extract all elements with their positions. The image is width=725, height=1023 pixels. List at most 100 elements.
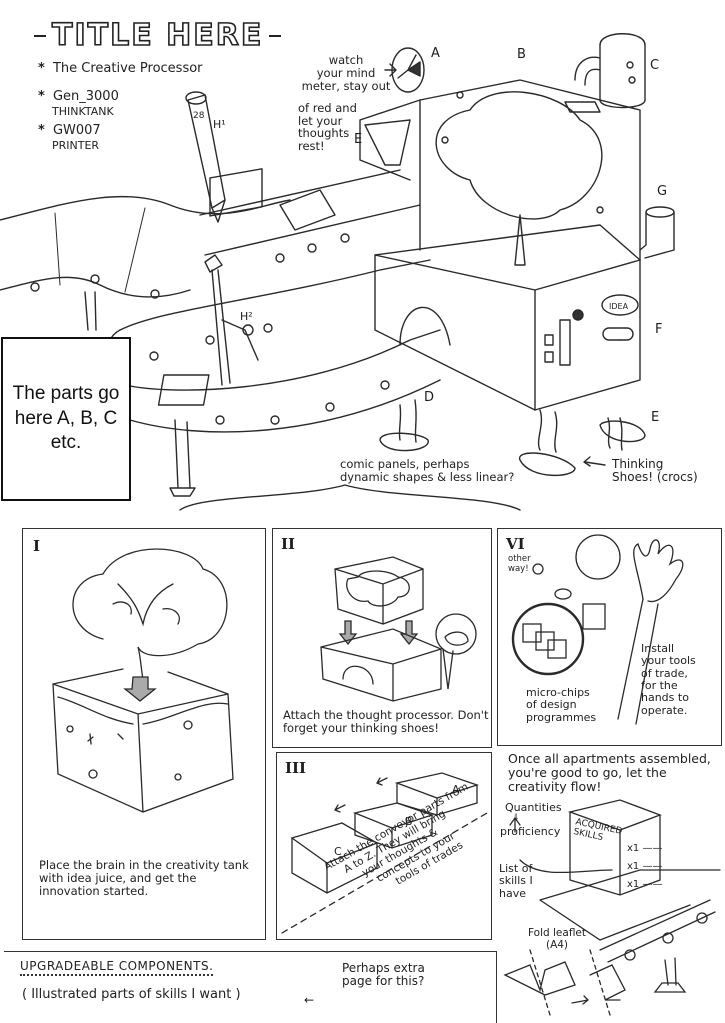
processor-arch: [342, 665, 374, 685]
printer-belt: [199, 169, 421, 256]
loop-icon: [554, 588, 572, 600]
crocs-shoe-icon: [444, 631, 469, 646]
spec-text: Gen_3000: [52, 89, 119, 104]
arrow-icon: [519, 859, 613, 874]
mind-meter-callout-cont: of red and let your thoughts rest!: [298, 101, 357, 153]
equals-arrow: ⇓: [512, 813, 520, 823]
parts-placeholder-box: The parts go here A, B, C etc.: [1, 337, 131, 501]
final-heading: Once all apartments assembled, you're go…: [508, 751, 711, 794]
arrow-icon: [583, 456, 606, 467]
part-label-h1: H¹: [213, 118, 226, 131]
funnel-icon: [364, 119, 411, 166]
comic-panel-1: I Place the brain in the creativity tank…: [22, 528, 266, 940]
conveyor-block-c: [290, 822, 379, 894]
skill-row: x1 ——: [627, 861, 663, 872]
block-label-c: C: [334, 845, 342, 858]
fold-leaflet-open-icon: [503, 961, 576, 996]
conveyor-bolt-icon: [90, 274, 100, 284]
idea-label: IDEA: [609, 302, 629, 311]
brain-icon: [435, 91, 603, 220]
sad-face-icon: [532, 563, 544, 575]
panel-numeral: III: [285, 759, 307, 777]
proficiency-label: proficiency: [500, 825, 561, 838]
processor-box-icon: [320, 628, 442, 702]
asterisk-icon: *: [38, 89, 45, 104]
microchip-icon: [582, 603, 606, 630]
panel-numeral: I: [33, 537, 41, 555]
paper-on-belt-icon: [157, 374, 210, 406]
pipe-icon: [639, 206, 675, 259]
acquired-skills-label: ACQUIRED SKILLS: [572, 817, 624, 844]
page-title: TITLE HERE: [51, 17, 264, 54]
comic-panel-2: II Attach the thought processor. Don't f…: [272, 528, 492, 748]
panel-caption: Place the brain in the creativity tank w…: [39, 858, 249, 898]
arrow-left-icon: ←: [304, 993, 315, 1007]
panel-caption: Attach the thought processor. Don't forg…: [283, 708, 489, 735]
idea-switch-icon: [601, 294, 639, 341]
page-title-group: TITLE HERE: [34, 17, 282, 54]
part-label-e-top: E: [354, 132, 363, 147]
down-arrow-icon: [399, 620, 419, 646]
arrow-left-icon: [334, 804, 346, 813]
spec-subtext: THINKTANK: [52, 104, 114, 118]
arrow-right-icon: [571, 995, 589, 1005]
creativity-tank-icon: [359, 79, 641, 266]
part-label-f: F: [655, 322, 663, 337]
conveyor-bottom-edge: [0, 276, 191, 298]
part-label-a: A: [431, 46, 440, 61]
skill-row: x1 ——: [627, 879, 663, 890]
block-label-a: A: [452, 783, 460, 796]
glove-icon: [633, 539, 684, 603]
fold-leaflet-label: Fold leaflet (A4): [528, 927, 587, 951]
part-label-h2: H²: [240, 310, 253, 323]
parts-placeholder-text: The parts go here A, B, C etc.: [12, 382, 120, 454]
block-label-b: B: [405, 815, 413, 828]
main-conveyor-belt: [119, 259, 441, 391]
skills-list-note: List of skills I have: [499, 862, 533, 900]
spec-subtext: PRINTER: [52, 138, 100, 152]
panel-numeral: II: [281, 535, 296, 553]
part-label-g: G: [657, 184, 668, 199]
spec-item: * Gen_3000 THINKTANK: [38, 89, 119, 119]
other-way-note: other way!: [508, 554, 531, 574]
part-label-c: C: [650, 58, 660, 73]
upgradeable-subtitle: ( Illustrated parts of skills I want ): [22, 987, 241, 1002]
dashed-divider: [281, 812, 488, 934]
fold-leaflet-folded-icon: [589, 964, 626, 1001]
asterisk-icon: *: [38, 123, 45, 138]
mind-meter-icon: [391, 47, 425, 93]
title-dash-left: [34, 34, 46, 37]
sparkle-icon: [87, 733, 124, 745]
comic-panel-6: VI other way! micro-chips of design prog…: [497, 528, 722, 746]
title-dash-right: [269, 34, 282, 37]
brace-icon: [179, 484, 521, 511]
robot-arm-icon: [204, 254, 259, 386]
quantities-label: Quantities: [505, 801, 562, 814]
brain-cloud-icon: [346, 570, 410, 607]
thinking-shoes-note: Thinking Shoes! (crocs): [612, 457, 698, 485]
microchips-callout: micro-chips of design programmes: [526, 686, 597, 724]
comic-panels-note: comic panels, perhaps dynamic shapes & l…: [340, 457, 515, 484]
arrow-left-icon: [376, 777, 388, 786]
stand-icon: [653, 957, 687, 993]
processor-arch: [399, 306, 451, 346]
comic-panel-3: III A B C Attach the conveyor parts from…: [276, 752, 492, 940]
brain-cloud-icon: [72, 548, 228, 680]
down-arrow-icon: [123, 676, 157, 702]
tank-box-icon: [334, 556, 424, 625]
asterisk-icon: *: [38, 61, 45, 76]
skill-row: x1 ——: [627, 843, 663, 854]
legs-icon: [398, 399, 623, 453]
pencil-number: 28: [193, 111, 205, 121]
spec-item: * The Creative Processor: [38, 61, 203, 77]
part-label-d: D: [424, 390, 435, 405]
install-tools-callout: Install your tools of trade, for the han…: [641, 642, 696, 717]
chimney-icon: [564, 33, 646, 113]
pencil-icon: [185, 91, 226, 223]
crocs-shoe-icon: [379, 420, 646, 477]
conveyor-block-b: [352, 802, 435, 849]
upgradeable-components-box: UPGRADEABLE COMPONENTS. ( Illustrated pa…: [4, 951, 497, 1023]
spec-text: The Creative Processor: [52, 61, 203, 76]
part-label-e-bottom: E: [651, 410, 660, 425]
mind-meter-callout: watch your mind meter, stay out: [301, 53, 391, 93]
